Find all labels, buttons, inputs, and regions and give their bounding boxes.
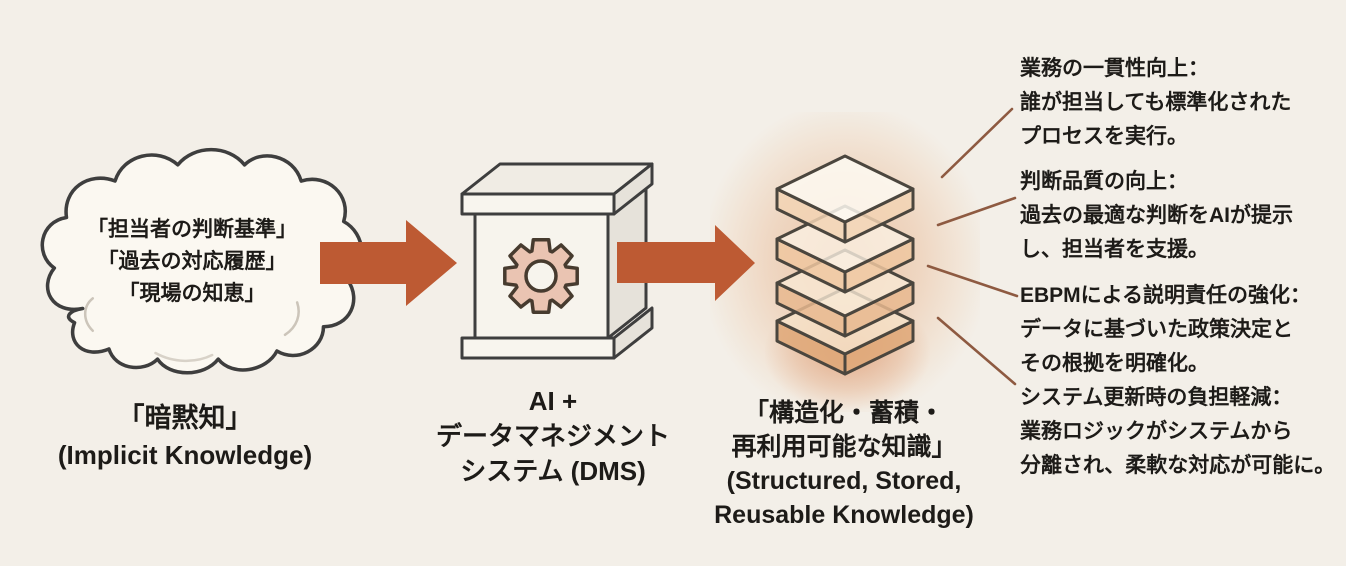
label-implicit-en: (Implicit Knowledge) xyxy=(57,440,313,470)
benefit-line: し、担当者を支援。 xyxy=(1020,238,1209,261)
benefit-item: システム更新時の負担軽減： 業務ロジックがシステムから 分離され、柔軟な対応が可… xyxy=(1020,381,1335,483)
dms-box-icon xyxy=(460,162,654,360)
label-dms: AI + データマネジメント システム (DMS) xyxy=(425,384,681,489)
benefit-line: 業務ロジックがシステムから xyxy=(1020,420,1293,443)
arrow-right-icon xyxy=(617,225,755,301)
benefit-line: 過去の最適な判断をAIが提示 xyxy=(1020,204,1293,227)
layers-stack-icon xyxy=(775,154,915,376)
label-structured-knowledge: 「構造化・蓄積・ 再利用可能な知識」 (Structured, Stored, … xyxy=(700,396,988,532)
benefit-item: 判断品質の向上： 過去の最適な判断をAIが提示 し、担当者を支援。 xyxy=(1020,165,1293,267)
benefit-line: その根拠を明確化。 xyxy=(1020,352,1209,375)
benefit-line: 判断品質の向上： xyxy=(1020,170,1188,193)
benefit-line: 分離され、柔軟な対応が可能に。 xyxy=(1020,454,1336,477)
benefit-line: システム更新時の負担軽減： xyxy=(1020,386,1293,409)
arrow-right-icon xyxy=(320,220,457,306)
label-knowledge-line: Reusable Knowledge) xyxy=(714,501,974,529)
label-dms-line: データマネジメント xyxy=(435,421,670,451)
cloud-text-line: 「現場の知恵」 xyxy=(118,282,266,305)
cloud-icon xyxy=(40,147,364,375)
label-implicit-knowledge: 「暗黙知」 (Implicit Knowledge) xyxy=(30,400,340,474)
label-knowledge-line: 「構造化・蓄積・ xyxy=(743,399,944,427)
benefit-line: 誰が担当しても標準化された xyxy=(1020,91,1292,114)
label-dms-line: システム (DMS) xyxy=(460,456,646,486)
cloud-text-line: 「担当者の判断基準」 xyxy=(87,218,297,241)
label-knowledge-line: (Structured, Stored, xyxy=(726,467,962,495)
benefit-line: 業務の一貫性向上： xyxy=(1020,57,1209,80)
label-implicit-ja: 「暗黙知」 xyxy=(117,403,253,433)
benefit-item: 業務の一貫性向上： 誰が担当しても標準化された プロセスを実行。 xyxy=(1020,52,1291,154)
benefit-line: データに基づいた政策決定と xyxy=(1020,318,1293,341)
label-dms-line: AI + xyxy=(528,386,578,416)
label-knowledge-line: 再利用可能な知識」 xyxy=(731,433,957,461)
cloud-text-line: 「過去の対応履歴」 xyxy=(97,250,287,273)
benefit-line: EBPMによる説明責任の強化： xyxy=(1020,284,1312,307)
benefit-line: プロセスを実行。 xyxy=(1020,125,1188,148)
benefit-item: EBPMによる説明責任の強化： データに基づいた政策決定と その根拠を明確化。 xyxy=(1020,279,1311,381)
cloud-text: 「担当者の判断基準」 「過去の対応履歴」 「現場の知恵」 xyxy=(62,214,322,310)
gear-icon xyxy=(503,238,579,314)
